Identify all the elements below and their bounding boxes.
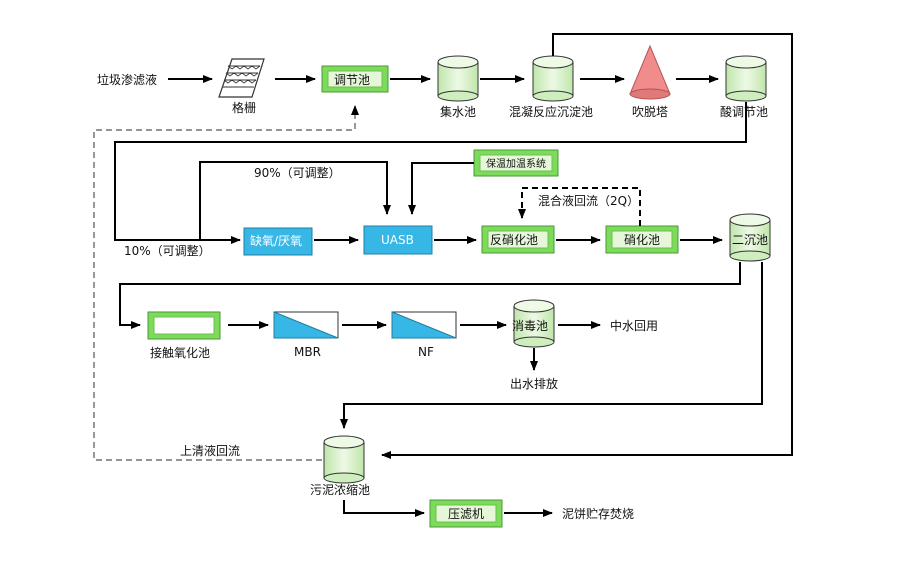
nf-membrane [391, 311, 457, 339]
pct10-label: 10%（可调整） [124, 243, 211, 258]
supernatant-return-dashed [93, 105, 359, 461]
mixed-return-label: 混合液回流（2Q） [538, 193, 639, 208]
acid-adjust-cylinder [725, 55, 767, 102]
reuse-label: 中水回用 [610, 318, 658, 333]
anoxic-label: 缺氧/厌氧 [250, 233, 302, 248]
disinfection-cylinder: 消毒池 [512, 299, 555, 348]
filter-press: 压滤机 [429, 499, 503, 528]
coagulation-label: 混凝反应沉淀池 [509, 104, 593, 119]
contact-oxidation-tank [147, 311, 221, 340]
cake-label: 泥饼贮存焚烧 [562, 506, 634, 521]
line-secondary-to-row3 [119, 262, 741, 329]
mbr-label: MBR [294, 345, 321, 359]
secondary-label: 二沉池 [732, 233, 768, 247]
leachate-label: 垃圾渗滤液 [97, 72, 157, 87]
sludge-line-secondary-thickener [340, 262, 763, 429]
stripping-label: 吹脱塔 [632, 104, 668, 119]
mixed-return-dashed [518, 187, 641, 226]
nitrification-tank: 硝化池 [605, 225, 679, 254]
line-thickener-press [343, 500, 425, 517]
nf-label: NF [418, 345, 434, 359]
sludge-line-coagulation-thickener [381, 33, 793, 459]
coagulation-cylinder [532, 55, 574, 102]
discharge-label: 出水排放 [510, 376, 558, 391]
line-acid-to-row2 [114, 102, 747, 244]
denitrification-tank: 反硝化池 [481, 225, 555, 254]
mbr-membrane [273, 311, 339, 339]
collection-label: 集水池 [440, 104, 476, 119]
disinfection-label: 消毒池 [512, 319, 548, 333]
secondary-clarifier-cylinder: 二沉池 [729, 213, 771, 262]
contact-oxidation-label: 接触氧化池 [150, 345, 210, 360]
stripping-tower-cone [629, 44, 671, 100]
equalization-label: 调节池 [334, 73, 370, 87]
heat-to-uasb-line [408, 162, 474, 215]
pct90-label: 90%（可调整） [254, 165, 341, 180]
thickener-cylinder [323, 435, 365, 484]
denitrification-label: 反硝化池 [490, 233, 538, 247]
nitrification-label: 硝化池 [624, 233, 660, 247]
acid-adjust-label: 酸调节池 [720, 104, 768, 119]
filter-press-label: 压滤机 [448, 507, 484, 521]
anoxic-tank: 缺氧/厌氧 [243, 227, 313, 256]
grid-icon [218, 58, 265, 98]
heat-system-label: 保温加温系统 [486, 157, 546, 170]
thickener-label: 污泥浓缩池 [310, 482, 370, 497]
equalization-tank: 调节池 [321, 65, 389, 93]
supernatant-label: 上清液回流 [180, 443, 240, 458]
grid-label: 格栅 [232, 100, 256, 115]
heat-system-box: 保温加温系统 [473, 149, 559, 177]
bypass-90-line [199, 161, 391, 240]
uasb-label: UASB [381, 233, 414, 247]
collection-cylinder [437, 55, 479, 102]
uasb-reactor: UASB [363, 225, 433, 255]
